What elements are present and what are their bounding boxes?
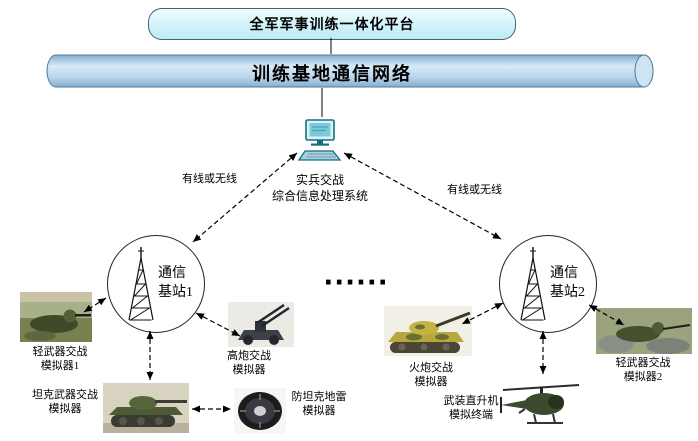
- label-artillery: 火炮交战 模拟器: [409, 362, 453, 388]
- label-aa-gun: 高炮交战 模拟器: [227, 350, 271, 376]
- base-station-1: 通信 基站1: [107, 235, 205, 333]
- link-label-left: 有线或无线: [182, 173, 237, 185]
- label-helicopter: 武装直升机 模拟终端: [443, 395, 499, 421]
- computer-icon: [296, 118, 344, 169]
- platform-title: 全军军事训练一体化平台: [249, 18, 415, 33]
- base-station-2-line2: 基站2: [550, 285, 585, 300]
- platform-box: 全军军事训练一体化平台: [148, 8, 516, 40]
- base-station-2: 通信 基站2: [499, 235, 597, 333]
- antenna-tower-icon: [520, 247, 546, 321]
- helicopter-photo: [497, 376, 583, 441]
- ellipsis-dots: ······: [323, 268, 389, 298]
- artillery-photo: [384, 306, 472, 361]
- antenna-tower-icon: [128, 247, 154, 321]
- soldier-photo: [20, 292, 92, 347]
- base-station-2-label: 通信 基站2: [550, 264, 585, 302]
- label-light-weapon-2: 轻武器交战 模拟器2: [615, 357, 671, 383]
- processing-system-line2: 综合信息处理系统: [271, 189, 368, 203]
- processing-system-line1: 实兵交战: [295, 173, 344, 187]
- cylinder-end-cap: [634, 54, 654, 88]
- antitank-mine-photo: [234, 388, 286, 439]
- base-station-1-label: 通信 基站1: [158, 264, 193, 302]
- tank-photo: [103, 383, 189, 438]
- network-title: 训练基地通信网络: [252, 64, 412, 84]
- network-cylinder: [46, 54, 654, 88]
- aa-gun-photo: [228, 302, 294, 352]
- base-station-1-line2: 基站1: [158, 285, 193, 300]
- processing-system-label: 实兵交战 综合信息处理系统: [240, 172, 400, 204]
- sniper-photo: [596, 308, 692, 359]
- label-light-weapon-1: 轻武器交战 模拟器1: [32, 346, 88, 372]
- label-antitank-mine: 防坦克地雷 模拟器: [291, 391, 347, 417]
- label-tank-weapon: 坦克武器交战 模拟器: [32, 389, 98, 415]
- base-station-2-line1: 通信: [550, 266, 578, 281]
- link-label-right: 有线或无线: [447, 184, 502, 196]
- base-station-1-line1: 通信: [158, 266, 186, 281]
